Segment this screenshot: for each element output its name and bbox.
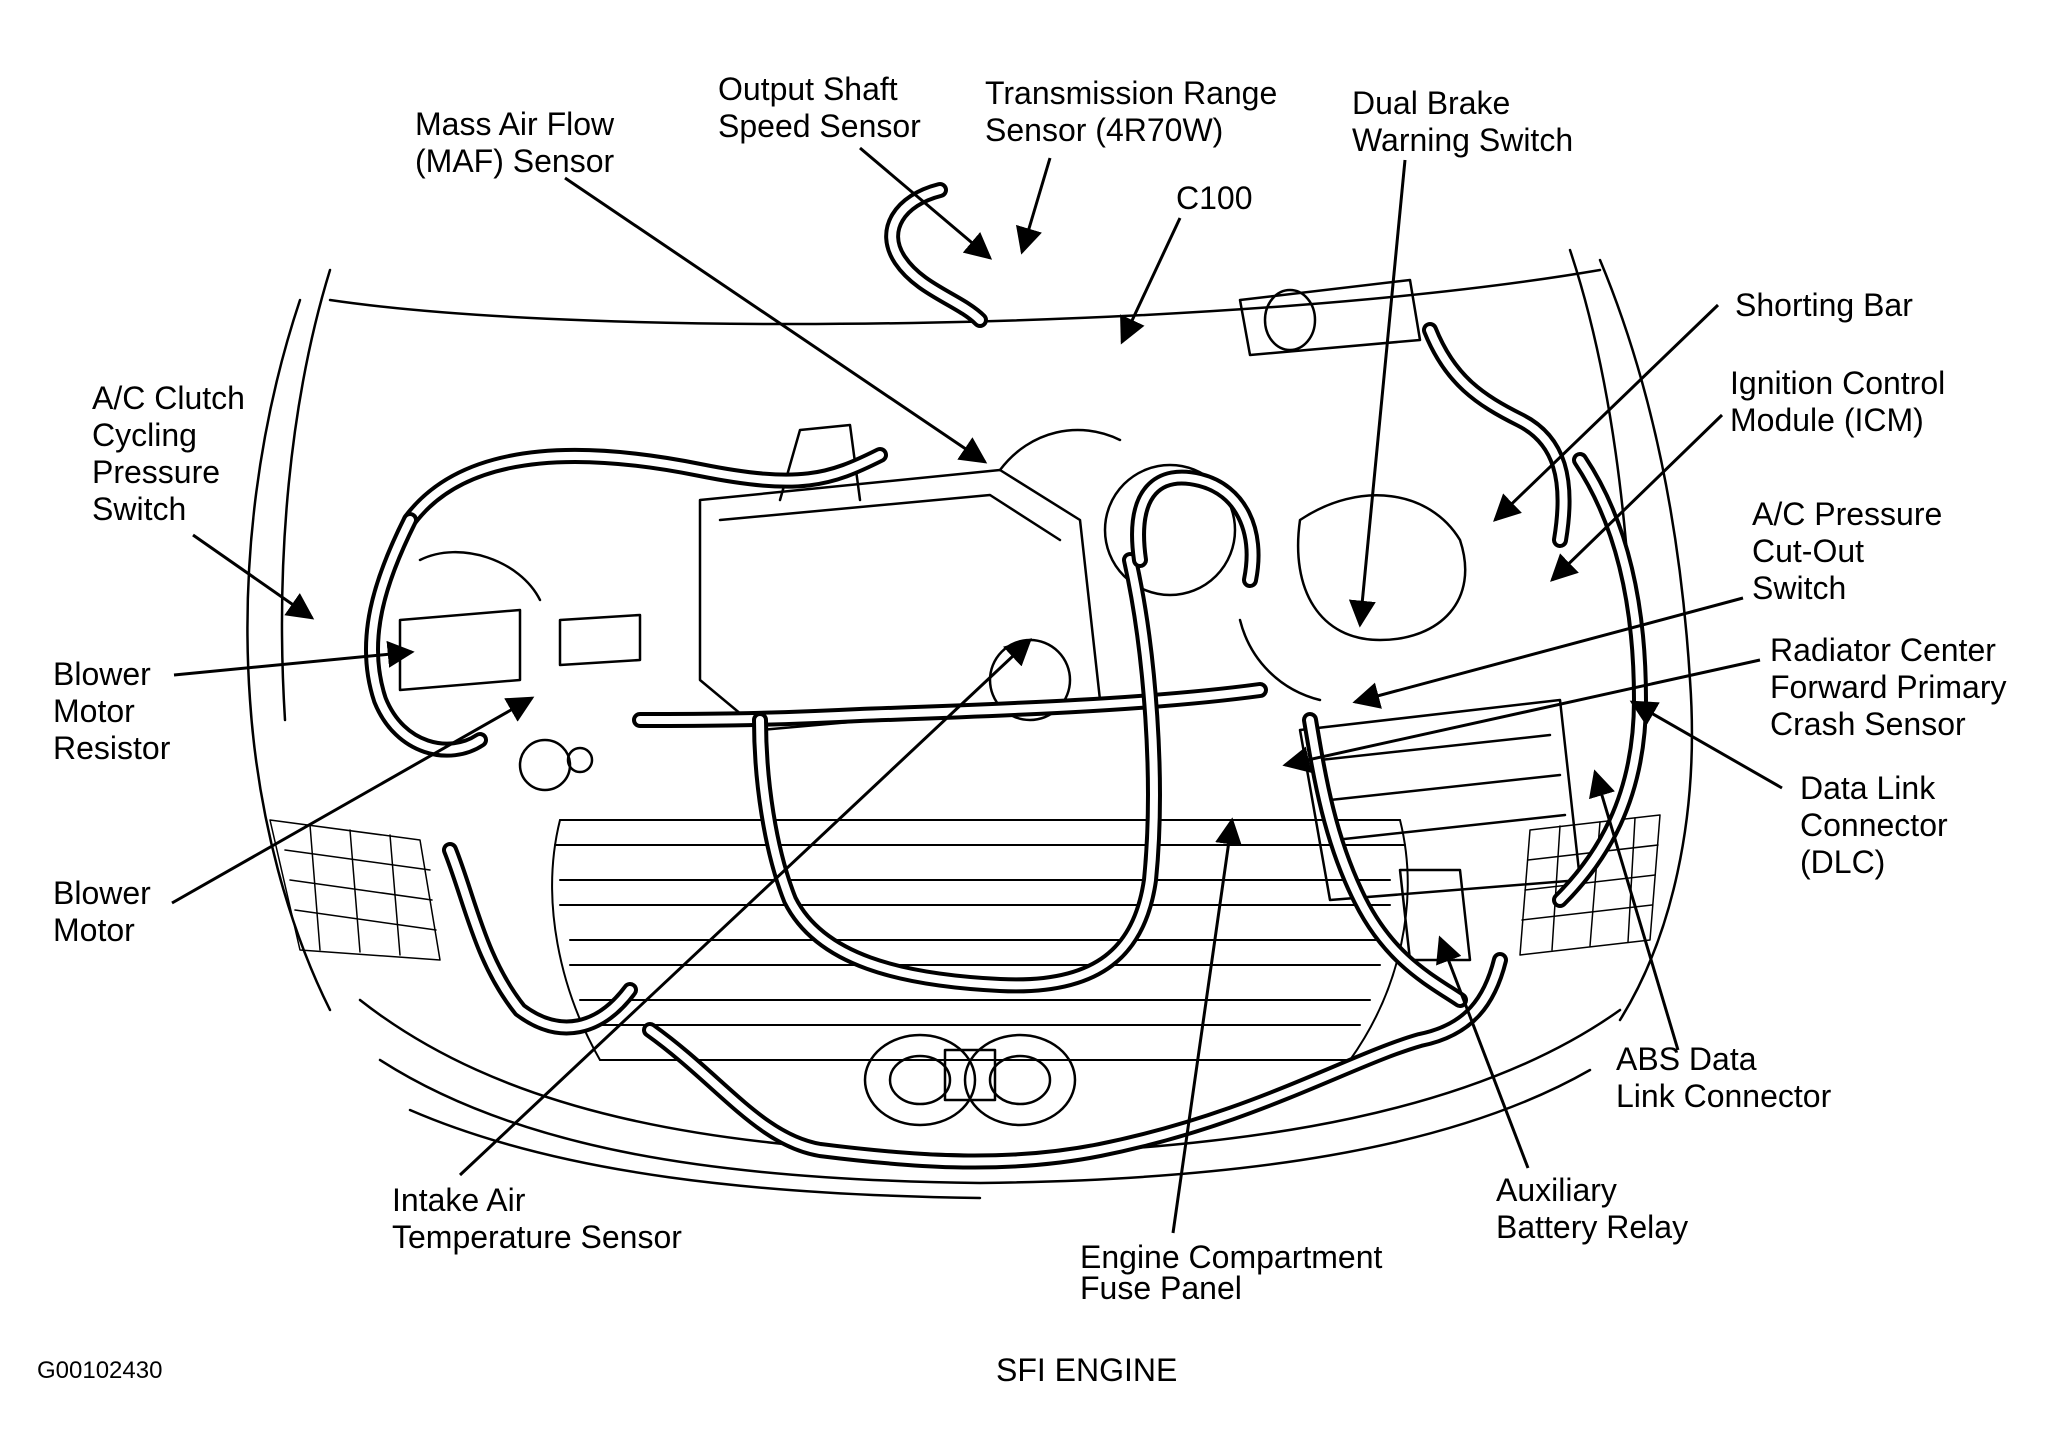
label-line: Temperature Sensor: [392, 1219, 682, 1255]
horn-assembly: [863, 1033, 1077, 1127]
label-line: Cut-Out: [1752, 533, 1865, 569]
label-line: Output Shaft: [718, 71, 898, 107]
diagram-caption: SFI ENGINE: [996, 1352, 1178, 1388]
label-line: Connector: [1800, 807, 1948, 843]
leader-dual-brake: [1348, 159, 1407, 628]
leader-ac-clutch: [192, 533, 315, 620]
label-abs-data-link-connector: ABS Data Link Connector: [1616, 1041, 1831, 1115]
leader-crash-sensor: [1282, 658, 1761, 773]
engine-components: [398, 278, 1582, 962]
label-line: Ignition Control: [1730, 365, 1946, 401]
leader-blower-motor: [171, 696, 535, 905]
label-line: (MAF) Sensor: [415, 143, 615, 179]
label-line: Auxiliary: [1496, 1172, 1617, 1208]
label-line: Warning Switch: [1352, 122, 1574, 158]
leader-dlc: [1629, 700, 1783, 790]
label-line: Shorting Bar: [1735, 287, 1913, 323]
leader-trans-range: [1015, 157, 1052, 255]
label-blower-motor-resistor: Blower Motor Resistor: [53, 656, 170, 767]
label-dual-brake-warning-switch: Dual Brake Warning Switch: [1352, 85, 1573, 159]
label-line: C100: [1176, 180, 1253, 216]
label-intake-air-temperature-sensor: Intake Air Temperature Sensor: [392, 1182, 682, 1256]
label-line: Battery Relay: [1496, 1209, 1689, 1245]
leader-output-shaft: [859, 146, 993, 260]
leader-icm: [1550, 413, 1724, 582]
label-shorting-bar: Shorting Bar: [1735, 287, 1913, 324]
leader-aux-relay: [1436, 935, 1530, 1169]
label-line: Module (ICM): [1730, 402, 1924, 438]
label-line: Blower: [53, 875, 151, 911]
label-auxiliary-battery-relay: Auxiliary Battery Relay: [1496, 1172, 1688, 1246]
label-output-shaft-speed-sensor: Output Shaft Speed Sensor: [718, 71, 921, 145]
right-headlamp: [1519, 814, 1661, 956]
label-line: Cycling: [92, 417, 197, 453]
leader-ac-cutout: [1352, 596, 1744, 709]
leader-maf: [564, 176, 988, 464]
label-line: Pressure: [92, 454, 221, 490]
label-line: Fuse Panel: [1080, 1270, 1242, 1306]
label-line: Engine Compartment: [1080, 1239, 1383, 1275]
label-line: Switch: [92, 491, 187, 527]
label-engine-compartment-fuse-panel: Engine Compartment Fuse Panel: [1080, 1239, 1383, 1306]
leader-shorting-bar: [1493, 303, 1720, 522]
label-line: Motor: [53, 912, 135, 948]
label-line: Forward Primary: [1770, 669, 2007, 705]
label-line: Dual Brake: [1352, 85, 1511, 121]
leader-abs-dlc: [1589, 769, 1680, 1051]
label-line: Link Connector: [1616, 1078, 1832, 1114]
label-line: A/C Clutch: [92, 380, 245, 416]
label-line: A/C Pressure: [1752, 496, 1943, 532]
label-ac-pressure-cutout-switch: A/C Pressure Cut-Out Switch: [1752, 496, 1942, 607]
label-transmission-range-sensor: Transmission Range Sensor (4R70W): [985, 75, 1277, 149]
left-headlamp: [269, 819, 441, 961]
label-maf-sensor: Mass Air Flow (MAF) Sensor: [415, 106, 614, 180]
front-grille: [551, 819, 1409, 1061]
label-c100: C100: [1176, 180, 1253, 217]
label-ignition-control-module: Ignition Control Module (ICM): [1730, 365, 1945, 439]
label-crash-sensor: Radiator Center Forward Primary Crash Se…: [1770, 632, 2006, 743]
label-line: ABS Data: [1616, 1041, 1757, 1077]
label-line: Crash Sensor: [1770, 706, 1966, 742]
label-line: Mass Air Flow: [415, 106, 615, 142]
leader-lines: [171, 146, 1783, 1234]
label-line: Radiator Center: [1770, 632, 1996, 668]
label-line: Sensor (4R70W): [985, 112, 1224, 148]
label-line: Motor: [53, 693, 135, 729]
label-line: Switch: [1752, 570, 1847, 606]
leader-blower-resistor: [173, 640, 415, 677]
label-ac-clutch-cycling-pressure-switch: A/C Clutch Cycling Pressure Switch: [92, 380, 245, 528]
label-line: Transmission Range: [985, 75, 1278, 111]
label-line: (DLC): [1800, 844, 1886, 880]
label-line: Intake Air: [392, 1182, 526, 1218]
figure-code: G00102430: [37, 1357, 163, 1384]
label-data-link-connector: Data Link Connector (DLC): [1800, 770, 1948, 881]
label-line: Speed Sensor: [718, 108, 921, 144]
wiring-harness: [363, 182, 1649, 1170]
label-line: Resistor: [53, 730, 171, 766]
leader-fuse-panel: [1171, 817, 1242, 1234]
label-blower-motor: Blower Motor: [53, 875, 151, 949]
label-line: Blower: [53, 656, 151, 692]
label-line: Data Link: [1800, 770, 1936, 806]
leader-c100: [1120, 217, 1182, 345]
leader-iat: [458, 638, 1032, 1177]
